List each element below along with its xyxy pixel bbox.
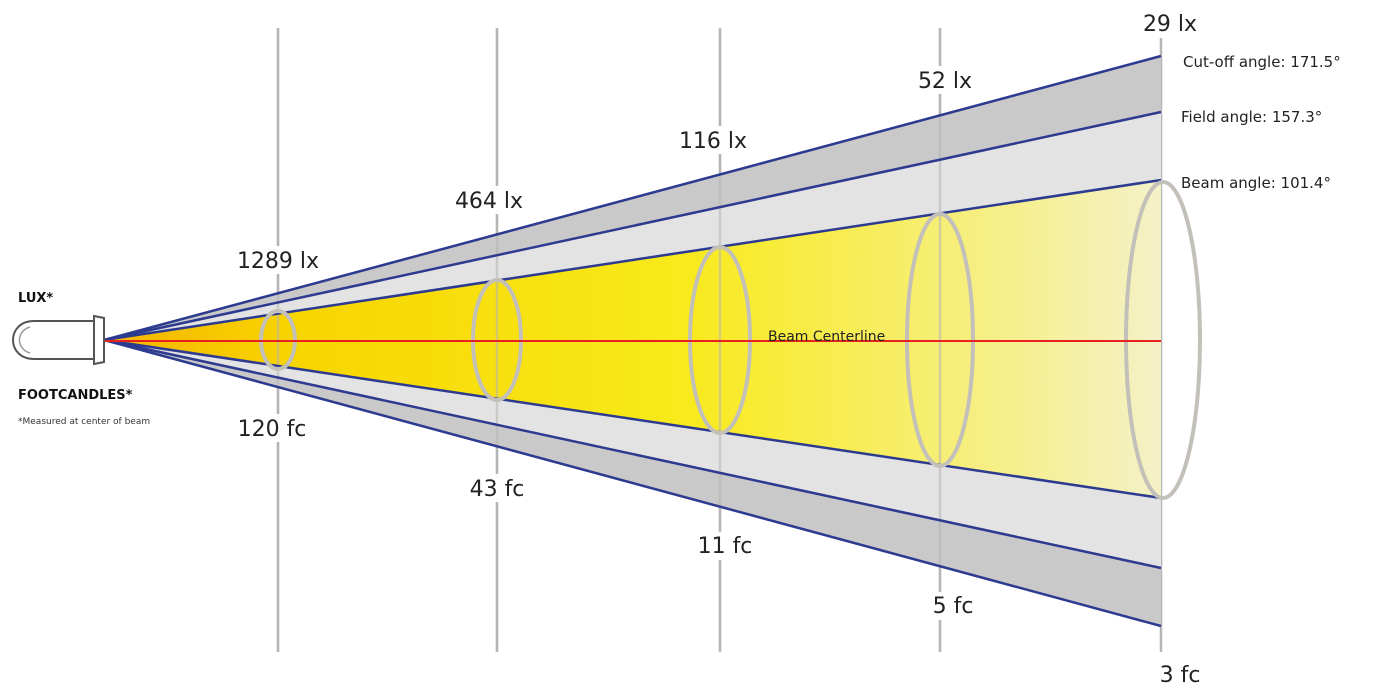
field-edge-bottom — [103, 338, 1162, 570]
measurement-note: *Measured at center of beam — [18, 417, 150, 427]
lux-bg-1 — [220, 246, 338, 274]
field-angle-label: Field angle: 157.3° — [1181, 108, 1322, 126]
fc-label-1: 120 fc — [238, 417, 307, 442]
beam-edge-bottom — [103, 338, 1162, 500]
fc-bg-5 — [1150, 660, 1210, 688]
fc-label-3: 11 fc — [698, 534, 753, 559]
angle-labels: Cut-off angle: 171.5° Field angle: 157.3… — [1181, 53, 1341, 192]
cutoff-angle-label: Cut-off angle: 171.5° — [1183, 53, 1341, 71]
fc-label-5: 3 fc — [1160, 663, 1201, 688]
lux-bg-2 — [450, 186, 546, 214]
lux-label-5: 29 lx — [1143, 12, 1197, 37]
lux-legend-label: LUX* — [18, 291, 53, 306]
footcandles-legend-label: FOOTCANDLES* — [18, 388, 133, 403]
field-edge-top — [103, 110, 1162, 342]
light-source-icon — [12, 314, 105, 366]
fc-bg-2 — [460, 474, 534, 502]
lux-labels: 1289 lx 464 lx 116 lx 52 lx 29 lx — [220, 8, 1202, 274]
lux-label-2: 464 lx — [455, 189, 523, 214]
cutoff-edge-bottom — [103, 338, 1162, 628]
fc-label-4: 5 fc — [933, 594, 974, 619]
fc-labels: 120 fc 43 fc 11 fc 5 fc 3 fc — [228, 414, 1210, 688]
fc-bg-4 — [920, 592, 980, 620]
lux-label-4: 52 lx — [918, 69, 972, 94]
lux-bg-3 — [675, 126, 769, 154]
fc-label-2: 43 fc — [470, 477, 525, 502]
cone-edges — [103, 54, 1162, 628]
lux-bg-5 — [1136, 8, 1202, 36]
lux-label-1: 1289 lx — [237, 249, 319, 274]
fc-bg-1 — [228, 414, 322, 442]
beam-angle-label: Beam angle: 101.4° — [1181, 174, 1331, 192]
fc-bg-3 — [690, 532, 760, 560]
cutoff-edge-top — [103, 54, 1162, 342]
lux-bg-4 — [912, 66, 978, 94]
beam-edge-top — [103, 178, 1162, 342]
centerline-label: Beam Centerline — [768, 329, 885, 345]
lux-label-3: 116 lx — [679, 129, 747, 154]
beam-zone — [104, 180, 1161, 498]
